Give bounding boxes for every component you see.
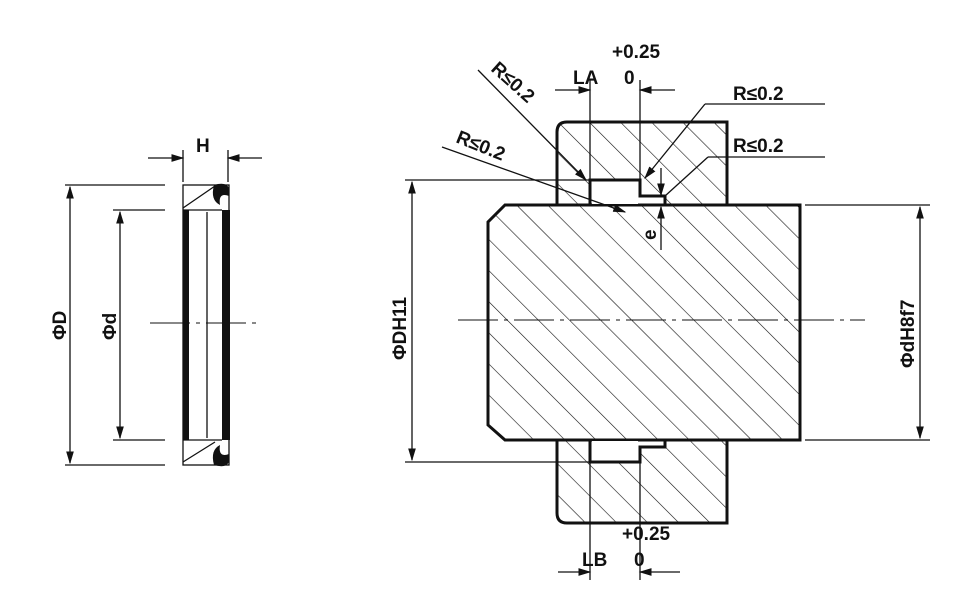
seal-lip: [222, 210, 230, 440]
outer-dia-label: ΦD: [50, 311, 71, 340]
housing-bottom: [555, 438, 729, 525]
top-tol-lower: 0: [624, 68, 635, 89]
top-width-label: LA: [573, 68, 599, 89]
housing-section-view: +0.25 LA 0 R≤0.2 R≤0.2 R≤0.2 R≤0.2 e ΦDH…: [390, 42, 930, 580]
bottom-tol-lower: 0: [634, 550, 645, 571]
seal-lip-bottom: [212, 445, 230, 467]
bottom-width-label: LB: [582, 550, 607, 571]
bore-dia-label: ΦDH11: [390, 296, 411, 360]
bottom-tol-upper: +0.25: [622, 524, 671, 545]
gap-label: e: [640, 229, 661, 240]
radius-label-2: R≤0.2: [453, 127, 508, 165]
radius-label-4: R≤0.2: [733, 136, 784, 157]
groove-bottom: [592, 441, 638, 460]
rod-dia-label: ΦdH8f7: [898, 300, 919, 368]
top-tol-upper: +0.25: [612, 42, 661, 63]
seal-heel: [183, 210, 189, 440]
rod: [486, 203, 802, 442]
height-label: H: [196, 136, 210, 157]
groove-top: [592, 182, 638, 204]
radius-label-1: R≤0.2: [487, 58, 539, 107]
housing-top: [555, 120, 729, 207]
inner-dia-label: Φd: [100, 313, 121, 340]
radius-label-3: R≤0.2: [733, 84, 784, 105]
seal-section-view: H ΦD Φd: [50, 136, 262, 467]
seal-lip-top: [212, 183, 230, 205]
